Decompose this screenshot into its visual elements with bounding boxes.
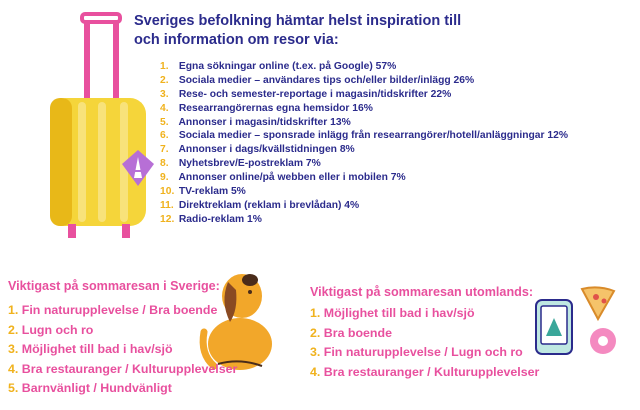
list-label: Barnvänligt / Hundvänligt bbox=[21, 381, 172, 395]
list-label: Annonser i dags/kvällstidningen 8% bbox=[178, 144, 355, 156]
list-number: 7. bbox=[160, 144, 169, 156]
list-number: 3. bbox=[310, 345, 321, 359]
list-label: Fin naturupplevelse / Lugn och ro bbox=[323, 345, 523, 359]
list-label: Bra restauranger / Kulturupplevelser bbox=[323, 364, 540, 379]
dog-icon bbox=[199, 274, 272, 370]
eiffel-tag-icon bbox=[122, 150, 154, 186]
list-number: 10. bbox=[160, 186, 175, 198]
list-item: 6. Sociala medier – sponsrade inlägg frå… bbox=[160, 129, 568, 143]
list-number: 11. bbox=[160, 199, 174, 211]
list-item: 1. Möjlighet till bad i hav/sjö bbox=[310, 304, 539, 324]
sources-list: 1. Egna sökningar online (t.ex. på Googl… bbox=[160, 60, 568, 227]
list-label: Rese- och semester-reportage i magasin/t… bbox=[178, 88, 452, 100]
list-label: Radio-reklam 1% bbox=[178, 213, 262, 225]
list-item: 2. Bra boende bbox=[310, 324, 539, 344]
title-line-1: Sveriges befolkning hämtar helst inspira… bbox=[134, 13, 462, 29]
suitcase-icon bbox=[50, 12, 146, 238]
list-number: 1. bbox=[310, 306, 321, 320]
list-label: Lugn och ro bbox=[21, 322, 94, 337]
list-item: 3. Möjlighet till bad i hav/sjö bbox=[8, 340, 237, 360]
list-item: 4. Bra restauranger / Kulturupplevelser bbox=[8, 360, 237, 380]
list-number: 4. bbox=[8, 361, 19, 376]
list-number: 2. bbox=[8, 322, 19, 337]
phone-icon bbox=[535, 299, 573, 355]
list-number: 12. bbox=[160, 213, 175, 225]
page-title: Sveriges befolkning hämtar helst inspira… bbox=[134, 12, 614, 50]
list-label: Researrangörernas egna hemsidor 16% bbox=[178, 102, 373, 114]
list-label: Fin naturupplevelse / Bra boende bbox=[21, 303, 218, 317]
title-line-2: och information om resor via: bbox=[134, 32, 339, 48]
list-number: 1. bbox=[160, 61, 169, 72]
sweden-title: Viktigast på sommaresan i Sverige: bbox=[8, 279, 220, 293]
list-item: 10. TV-reklam 5% bbox=[160, 185, 568, 199]
list-number: 1. bbox=[8, 303, 19, 317]
list-number: 3. bbox=[8, 342, 19, 356]
list-number: 3. bbox=[160, 88, 169, 100]
list-number: 4. bbox=[310, 364, 321, 379]
list-number: 2. bbox=[160, 74, 169, 86]
list-item: 5. Annonser i magasin/tidskrifter 13% bbox=[160, 116, 568, 130]
list-number: 8. bbox=[160, 158, 169, 170]
list-item: 4. Bra restauranger / Kulturupplevelser bbox=[310, 363, 539, 383]
donut-icon bbox=[590, 328, 616, 354]
list-item: 5. Barnvänligt / Hundvänligt bbox=[8, 379, 237, 399]
abroad-title: Viktigast på sommaresan utomlands: bbox=[310, 285, 534, 299]
list-number: 9. bbox=[160, 172, 169, 184]
list-label: Bra restauranger / Kulturupplevelser bbox=[21, 361, 238, 376]
list-item: 9. Annonser online/på webben eller i mob… bbox=[160, 171, 568, 185]
list-number: 4. bbox=[160, 102, 169, 114]
pizza-icon bbox=[580, 286, 616, 322]
list-label: Sociala medier – användares tips och/ell… bbox=[178, 74, 475, 86]
list-label: Egna sökningar online (t.ex. på Google) … bbox=[178, 61, 397, 72]
list-item: 11. Direktreklam (reklam i brevlådan) 4% bbox=[160, 199, 568, 213]
list-item: 1. Fin naturupplevelse / Bra boende bbox=[8, 301, 237, 321]
list-item: 4. Researrangörernas egna hemsidor 16% bbox=[160, 102, 568, 116]
list-label: Bra boende bbox=[323, 325, 392, 340]
list-label: Nyhetsbrev/E-postreklam 7% bbox=[178, 158, 321, 170]
list-item: 3. Fin naturupplevelse / Lugn och ro bbox=[310, 343, 539, 363]
list-item: 2. Lugn och ro bbox=[8, 321, 237, 341]
list-number: 6. bbox=[160, 130, 169, 142]
list-item: 1. Egna sökningar online (t.ex. på Googl… bbox=[160, 60, 568, 74]
list-label: Möjlighet till bad i hav/sjö bbox=[323, 306, 475, 320]
abroad-list: 1. Möjlighet till bad i hav/sjö 2. Bra b… bbox=[310, 304, 539, 382]
list-number: 5. bbox=[8, 381, 19, 395]
list-label: Sociala medier – sponsrade inlägg från r… bbox=[178, 130, 568, 142]
list-label: Direktreklam (reklam i brevlådan) 4% bbox=[178, 199, 360, 211]
list-item: 12. Radio-reklam 1% bbox=[160, 213, 568, 227]
list-number: 5. bbox=[160, 116, 169, 128]
list-label: Annonser online/på webben eller i mobile… bbox=[178, 172, 406, 184]
list-label: Annonser i magasin/tidskrifter 13% bbox=[178, 116, 351, 128]
list-label: Möjlighet till bad i hav/sjö bbox=[21, 342, 173, 356]
list-label: TV-reklam 5% bbox=[178, 186, 246, 198]
list-item: 3. Rese- och semester-reportage i magasi… bbox=[160, 88, 568, 102]
list-item: 8. Nyhetsbrev/E-postreklam 7% bbox=[160, 157, 568, 171]
list-item: 7. Annonser i dags/kvällstidningen 8% bbox=[160, 143, 568, 157]
list-number: 2. bbox=[310, 325, 321, 340]
list-item: 2. Sociala medier – användares tips och/… bbox=[160, 74, 568, 88]
sweden-list: 1. Fin naturupplevelse / Bra boende 2. L… bbox=[8, 301, 237, 399]
